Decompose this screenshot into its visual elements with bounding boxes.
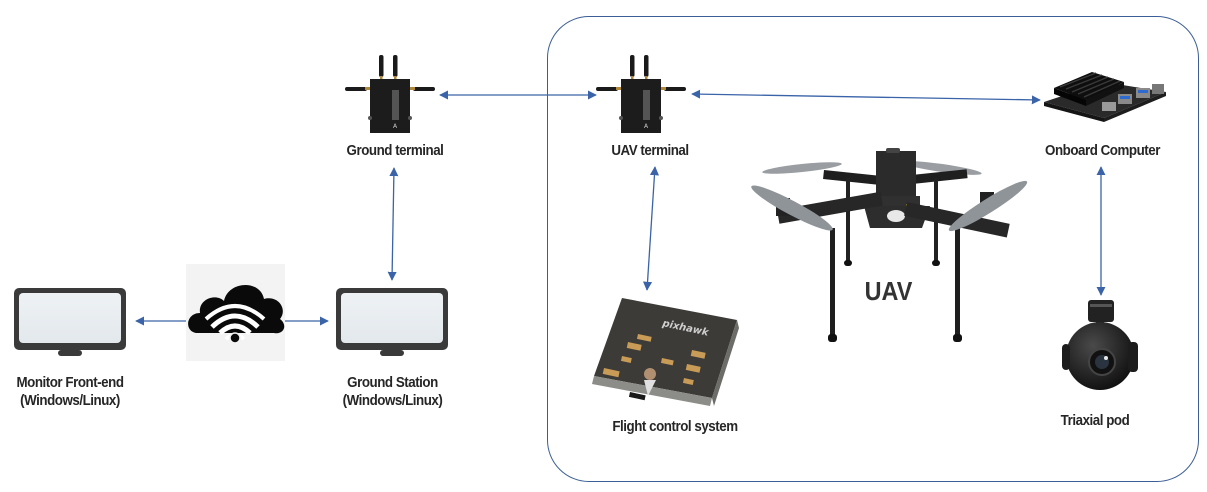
ground-station-title: Ground Station — [347, 375, 438, 391]
monitor-icon — [336, 288, 448, 356]
uav-terminal-label: UAV terminal — [611, 143, 689, 159]
edge-uav-terminal-onboard-computer — [691, 89, 1041, 105]
monitor-frontend-label: Monitor Front-end (Windows/Linux) — [6, 374, 135, 410]
uav-label: UAV — [864, 276, 913, 306]
edge-uav-terminal-flight-control — [642, 166, 660, 291]
svg-text:A: A — [644, 123, 649, 130]
cloud-wifi-icon — [186, 264, 285, 361]
ground-terminal-label: Ground terminal — [346, 143, 444, 159]
uav-subsystem-boundary — [547, 16, 1199, 482]
embedded-board-icon — [1044, 72, 1166, 122]
monitor-frontend-os: (Windows/Linux) — [20, 393, 120, 409]
radio-terminal-icon: A — [596, 55, 686, 133]
onboard-computer-label: Onboard Computer — [1045, 143, 1160, 159]
radio-terminal-icon: A — [345, 55, 435, 133]
gimbal-camera-icon — [1062, 300, 1138, 390]
monitor-icon — [14, 288, 126, 356]
quadcopter-drone-icon — [751, 148, 1028, 342]
flight-control-label: Flight control system — [612, 419, 738, 435]
ground-station-os: (Windows/Linux) — [342, 393, 443, 409]
monitor-frontend-title: Monitor Front-end — [16, 375, 124, 391]
ground-station-label: Ground Station (Windows/Linux) — [326, 374, 459, 410]
flight-controller-icon: pixhawk — [592, 298, 739, 406]
svg-text:A: A — [393, 123, 398, 130]
triaxial-pod-label: Triaxial pod — [1060, 413, 1130, 429]
edge-ground-terminal-ground-station — [387, 167, 399, 281]
